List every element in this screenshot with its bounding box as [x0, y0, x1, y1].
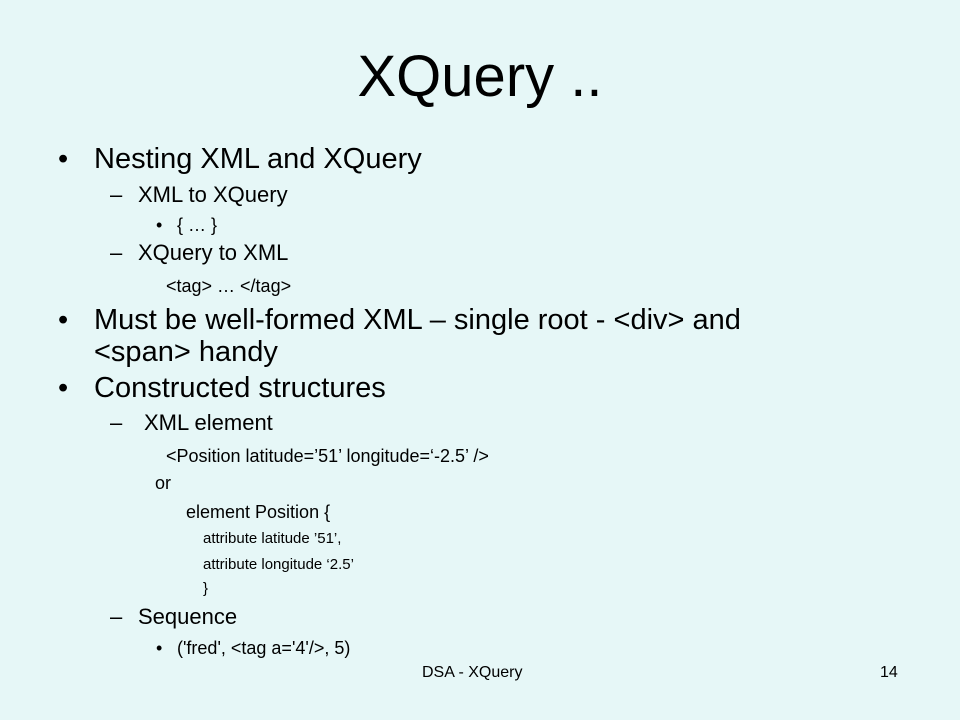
code-text: <Position latitude=’51’ longitude=‘-2.5’… [166, 446, 489, 466]
code-text: attribute latitude ’51’, [203, 530, 342, 547]
dash-icon: – [110, 604, 123, 629]
code-text: } [203, 580, 209, 597]
dash-icon: – [110, 182, 123, 207]
sub-bullet-text: XQuery to XML [138, 240, 289, 265]
code-text: attribute longitude ‘2.5’ [203, 556, 354, 573]
bullet-icon: • [58, 372, 69, 404]
dash-icon: – [110, 240, 123, 265]
code-text: <tag> … </tag> [166, 276, 292, 296]
bullet-icon: • [156, 215, 163, 235]
code-text: or [155, 473, 172, 493]
sub-bullet-text: XML to XQuery [138, 182, 288, 207]
bullet-text: Constructed structures [94, 372, 386, 404]
slide-title: XQuery .. [357, 44, 603, 109]
bullet-text: Nesting XML and XQuery [94, 143, 422, 175]
sub-sub-bullet-text: { … } [177, 215, 218, 235]
bullet-icon: • [156, 638, 163, 658]
bullet-icon: • [58, 143, 69, 175]
sub-bullet-text: XML element [144, 410, 273, 435]
bullet-text: Must be well-formed XML – single root - … [94, 304, 741, 336]
bullet-icon: • [58, 304, 69, 336]
bullet-text-continued: <span> handy [94, 336, 278, 368]
page-number: 14 [880, 664, 898, 681]
sub-bullet-text: Sequence [138, 604, 238, 629]
footer-title: DSA - XQuery [422, 664, 523, 681]
sub-sub-bullet-text: ('fred', <tag a='4'/>, 5) [177, 638, 351, 658]
dash-icon: – [110, 410, 123, 435]
code-text: element Position { [186, 502, 331, 522]
